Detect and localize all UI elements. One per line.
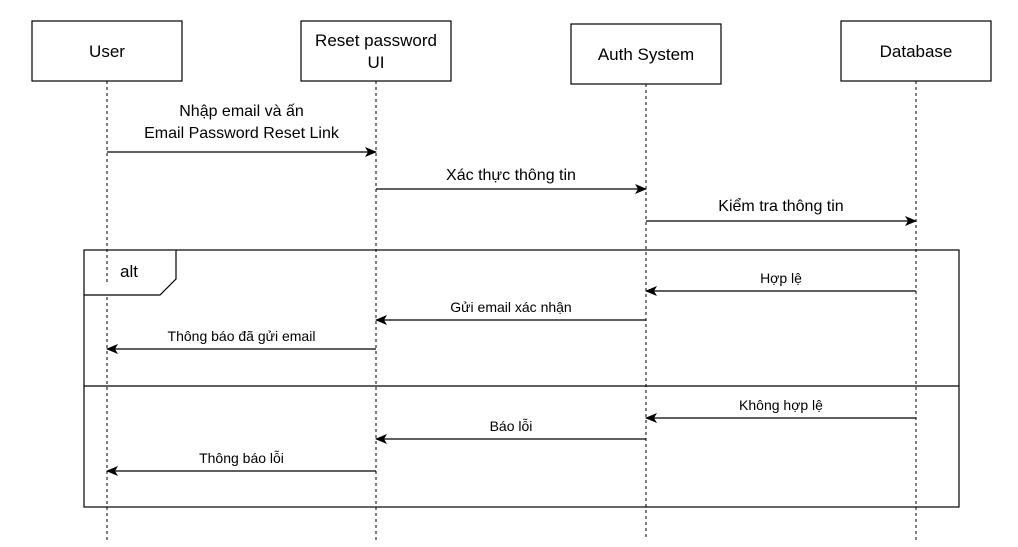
message-label: Thông báo lỗi [199,450,284,466]
message-label: Thông báo đã gửi email [168,328,316,344]
message-m9: Thông báo lỗi [106,450,376,476]
participant-box-user [31,20,183,82]
participant-box-auth [570,23,722,85]
message-m4: Hợp lệ [645,270,916,296]
message-m2: Xác thực thông tin [376,167,647,194]
message-m5: Gửi email xác nhận [375,299,646,325]
message-m1: Nhập email và ấn Email Password Reset Lin… [107,103,377,157]
message-label: Báo lỗi [490,418,533,434]
message-m7: Không hợp lệ [645,397,916,423]
message-m3: Kiểm tra thông tin [646,197,917,226]
fragment-tab [84,250,177,296]
message-label: Gửi email xác nhận [450,299,571,315]
message-label: Xác thực thông tin [446,167,576,184]
participant-user: User [31,20,183,82]
participant-db: Database [840,20,992,82]
message-label: Email Password Reset Link [144,125,340,142]
message-m6: Thông báo đã gửi email [106,328,376,354]
participant-label: Database [880,42,953,61]
participant-label: Auth System [598,45,694,64]
participant-auth: Auth System [570,23,722,85]
message-label: Không hợp lệ [739,397,823,413]
participant-label: Reset password [315,31,437,50]
message-m8: Báo lỗi [375,418,646,444]
message-label: Kiểm tra thông tin [718,197,843,215]
alt-fragment [83,249,960,508]
message-label: Nhập email và ấn [179,103,304,120]
participant-label: UI [368,53,385,72]
message-label: Hợp lệ [760,270,802,286]
participant-box-ui [300,20,452,82]
participant-label: User [89,42,125,61]
fragment-label: alt [120,262,138,281]
participant-box-db [840,20,992,82]
